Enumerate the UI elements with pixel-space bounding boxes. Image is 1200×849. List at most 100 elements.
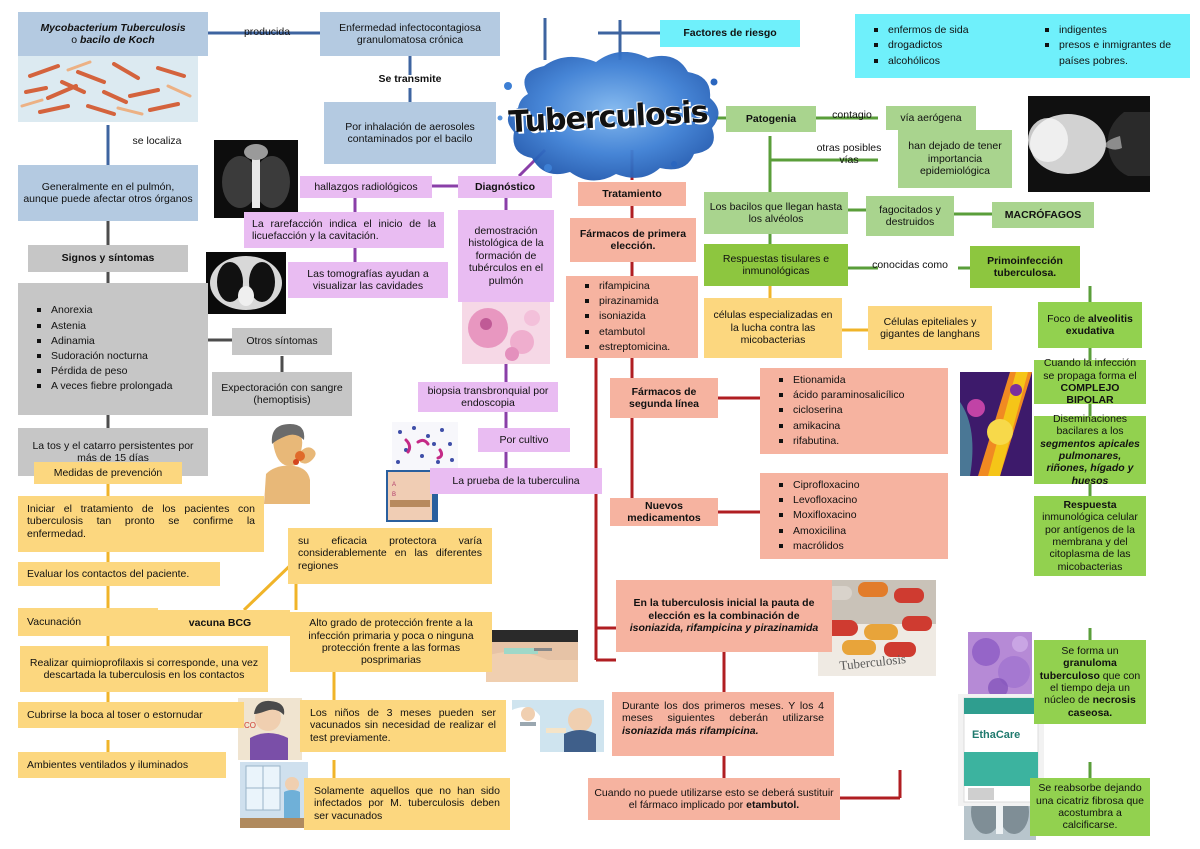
svg-text:CO: CO	[244, 721, 256, 730]
immune-a: Respuesta	[1063, 498, 1117, 511]
link-other-ways: otras posibles vías	[816, 141, 882, 166]
link-se-transmite: Se transmite	[378, 72, 442, 85]
list-item: Astenia	[37, 319, 172, 334]
granuloma-histology-image	[968, 632, 1032, 698]
risk-group1-box: enfermos de sida drogadictos alcohólicos	[855, 14, 1045, 78]
bacilli-micrograph-image	[18, 56, 198, 122]
scheme3-a: Cuando no puede utilizarse esto se deber…	[594, 786, 834, 811]
other-symptoms-item: Expectoración con sangre (hemoptisis)	[212, 372, 352, 416]
list-item: enfermos de sida	[874, 23, 969, 38]
agent-line2-prefix: o	[71, 34, 81, 46]
alveolitis-b: alveolitis exudativa	[1065, 312, 1133, 337]
risk-group2-list: indigentes presos e inmigrantes de paíse…	[1031, 23, 1185, 69]
prevention-item6: Ambientes ventilados y iluminados	[18, 752, 226, 778]
airway-box: vía aerógena	[886, 106, 976, 130]
tuberculosis-pills-photo: Tuberculosis	[818, 580, 936, 676]
list-item: alcohólicos	[874, 54, 969, 69]
scheme2-box: Durante los dos primeros meses. Y los 4 …	[612, 692, 834, 756]
ct-scan-image	[206, 252, 286, 314]
injection-arm-photo	[486, 630, 578, 682]
list-item: Anorexia	[37, 303, 172, 318]
first-line-list: rifampicina pirazinamida isoniazida etam…	[571, 279, 670, 355]
prevention-item4: Realizar quimioprofilaxis si corresponde…	[20, 646, 268, 692]
bipolar-b: COMPLEJO BIPOLAR	[1060, 382, 1120, 407]
list-item: drogadictos	[874, 38, 969, 53]
list-item: ácido paraminosalicílico	[779, 388, 904, 403]
svg-text:EthaCare: EthaCare	[972, 729, 1020, 741]
list-item: pirazinamida	[585, 294, 670, 309]
scheme3-box: Cuando no puede utilizarse esto se deber…	[588, 778, 840, 820]
second-line-box: Etionamida ácido paraminosalicílico cicl…	[760, 368, 948, 454]
signs-list: Anorexia Astenia Adinamia Sudoración noc…	[23, 303, 172, 394]
prevention-item5: Cubrirse la boca al toser o estornudar	[18, 702, 244, 728]
granuloma-d: necrosis caseosa.	[1067, 694, 1136, 719]
link-contagio: contagio	[832, 108, 872, 121]
prevention-item2: Evaluar los contactos del paciente.	[18, 562, 220, 586]
signs-header: Signos y síntomas	[28, 245, 188, 272]
disease-line1: Enfermedad infectocontagiosa	[339, 21, 481, 34]
list-item: Levofloxacino	[779, 493, 860, 508]
diagnosis-header: Diagnóstico	[458, 176, 552, 198]
list-item: Moxifloxacino	[779, 508, 860, 523]
link-se-localiza: se localiza	[132, 134, 182, 147]
hemoptysis-illustration	[256, 418, 322, 504]
immune-b: inmunológica celular por antígenos de la…	[1042, 511, 1138, 573]
other-ways-box: han dejado de tener importancia epidemio…	[898, 130, 1012, 188]
prevention-header: Medidas de prevención	[34, 462, 182, 484]
scheme1-a: En la tuberculosis inicial la pauta de e…	[633, 597, 815, 622]
chest-xray-image	[214, 140, 298, 218]
link-known-as: conocidas como	[872, 258, 948, 271]
disease-box: Enfermedad infectocontagiosa granulomato…	[320, 12, 500, 56]
histology-box: demostración histológica de la formación…	[458, 210, 554, 302]
map-title: Tuberculosis	[507, 94, 709, 140]
disease-line2: granulomatosa crónica	[356, 34, 464, 46]
primo-box: Primoinfección tuberculosa.	[970, 246, 1080, 288]
location-box: Generalmente en el pulmón, aunque puede …	[18, 165, 198, 221]
title-splash: Tuberculosis	[488, 52, 728, 182]
macrophages-box: MACRÓFAGOS	[992, 202, 1094, 228]
tomography-box: Las tomografías ayudan a visualizar las …	[288, 262, 448, 298]
list-item: A veces fiebre prolongada	[37, 379, 172, 394]
svg-text:Tuberculosis: Tuberculosis	[839, 651, 907, 673]
scheme3-b: etambutol.	[746, 799, 800, 811]
dissemination-b: segmentos apicales pulmonares, riñones, …	[1040, 437, 1140, 487]
radiology-label: hallazgos radiológicos	[300, 176, 432, 198]
bcg-note3: Los niños de 3 meses pueden ser vacunado…	[300, 700, 506, 752]
risk-group1-list: enfermos de sida drogadictos alcohólicos	[860, 23, 969, 69]
list-item: presos e inmigrantes de países pobres.	[1045, 38, 1185, 68]
second-line-list: Etionamida ácido paraminosalicílico cicl…	[765, 373, 904, 449]
histology-slide-image	[462, 302, 550, 364]
scheme1-b: isoniazida, rifampicina y pirazinamida	[629, 622, 819, 635]
immune-response-box: Respuesta inmunológica celular por antíg…	[1034, 496, 1146, 576]
treatment-header: Tratamiento	[578, 182, 686, 206]
phagocytosis-box: fagocitados y destruidos	[866, 196, 954, 236]
biopsy-box: biopsia transbronquial por endoscopia	[418, 382, 558, 412]
new-drugs-list: Ciprofloxacino Levofloxacino Moxifloxaci…	[765, 478, 860, 554]
second-line-header: Fármacos de segunda línea	[610, 378, 718, 418]
agent-line2: bacilo de Koch	[80, 34, 155, 46]
child-vaccination-photo	[512, 700, 604, 752]
list-item: rifabutina.	[779, 434, 904, 449]
agent-box: Mycobacterium Tuberculosis o bacilo de K…	[18, 12, 208, 56]
list-item: Etionamida	[779, 373, 904, 388]
granuloma-a: Se forma un	[1061, 644, 1119, 657]
epithelial-cells-box: Células epiteliales y gigantes de langha…	[868, 306, 992, 350]
agent-line1: Mycobacterium Tuberculosis	[40, 21, 186, 34]
new-drugs-box: Ciprofloxacino Levofloxacino Moxifloxaci…	[760, 473, 948, 559]
ventilation-window-image	[240, 762, 308, 828]
list-item: cicloserina	[779, 403, 904, 418]
risk-group2-box: indigentes presos e inmigrantes de paíse…	[1026, 14, 1190, 78]
link-producida: producida	[243, 25, 291, 38]
alveolitis-box: Foco de alveolitis exudativa	[1038, 302, 1142, 348]
prevention-item3: Vacunación	[18, 608, 158, 636]
list-item: indigentes	[1045, 23, 1185, 38]
culture-box: Por cultivo	[478, 428, 570, 452]
dissemination-a: Diseminaciones bacilares a los	[1052, 412, 1128, 438]
list-item: macrólidos	[779, 539, 860, 554]
granuloma-b: granuloma tuberculoso	[1039, 657, 1117, 682]
list-item: estreptomicina.	[585, 340, 670, 355]
ethambutol-medicine-box-visual: EthaCare	[958, 694, 1044, 806]
prevention-item1: Iniciar el tratamiento de los pacientes …	[18, 496, 264, 552]
